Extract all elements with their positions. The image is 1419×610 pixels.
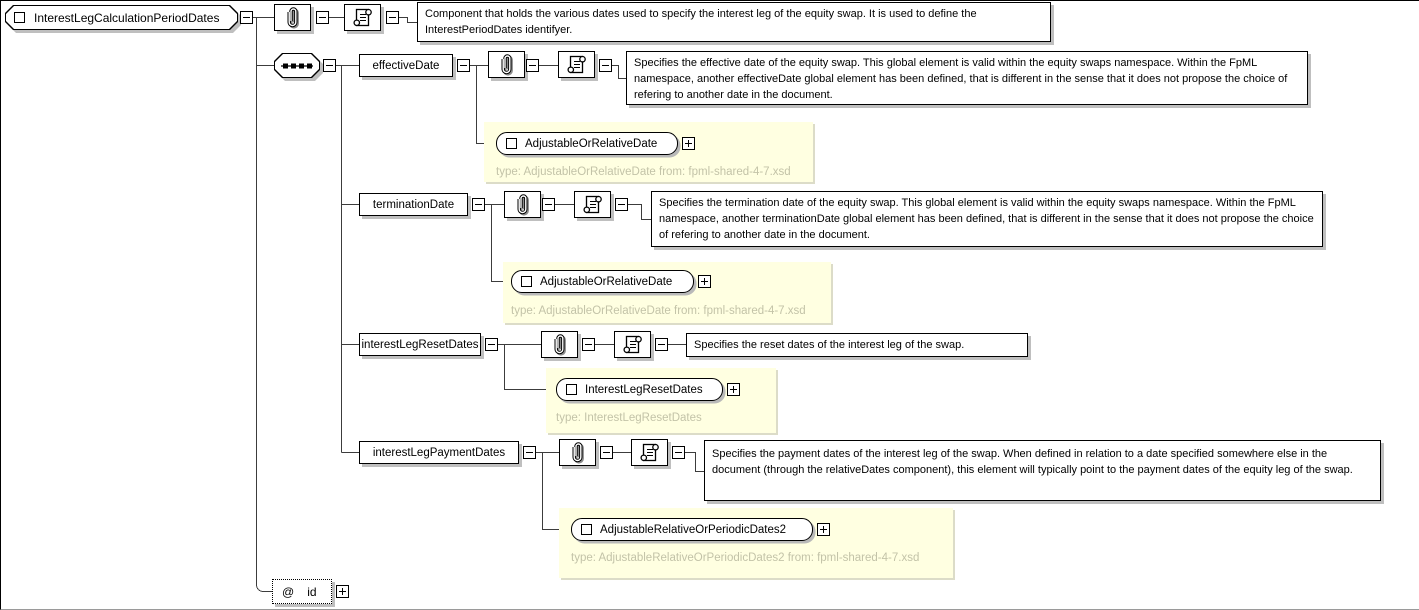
- effectiveDate-annotation-text: Specifies the effective date of the equi…: [626, 51, 1308, 105]
- terminationDate-annotation-text: Specifies the termination date of the eq…: [651, 191, 1323, 247]
- interestLegPaymentDates-annotation-collapse-toggle[interactable]: [600, 446, 613, 459]
- terminationDate-collapse-toggle[interactable]: [472, 198, 485, 211]
- effectiveDate-documentation-collapse-toggle[interactable]: [599, 59, 612, 72]
- effectiveDate-documentation-box: [558, 51, 595, 78]
- interestLegResetDates-documentation-box: [614, 331, 651, 358]
- type-element-label: AdjustableOrRelativeDate: [525, 137, 658, 150]
- terminationDate-documentation-box: [574, 191, 611, 218]
- paperclip-icon: [287, 7, 299, 29]
- attribute-name: id: [307, 584, 317, 599]
- root-annotation-box: [274, 4, 311, 31]
- interestLegResetDates-annotation-collapse-toggle[interactable]: [582, 338, 595, 351]
- connector: [504, 344, 556, 390]
- type-caption: type: AdjustableOrRelativeDate from: fpm…: [496, 166, 791, 178]
- terminationDate-annotation-collapse-toggle[interactable]: [542, 198, 555, 211]
- connector: [399, 17, 417, 23]
- connector: [685, 452, 704, 472]
- box-fill: [6, 6, 237, 29]
- root-collapse-toggle[interactable]: [240, 11, 253, 24]
- type-expand-toggle[interactable]: [817, 523, 830, 536]
- element-interestLegPaymentDates[interactable]: interestLegPaymentDates: [359, 441, 519, 464]
- root-documentation-collapse-toggle[interactable]: [386, 11, 399, 24]
- terminationDate-annotation-box: [504, 191, 541, 218]
- interestLegResetDates-annotation-text: Specifies the reset dates of the interes…: [686, 333, 1028, 357]
- connector: [256, 17, 272, 592]
- interestLegPaymentDates-collapse-toggle[interactable]: [523, 446, 536, 459]
- effectiveDate-collapse-toggle[interactable]: [457, 59, 470, 72]
- type-element-AdjustableRelativeOrPeriodicDates2[interactable]: AdjustableRelativeOrPeriodicDates2: [571, 518, 813, 541]
- interestLegPaymentDates-annotation-box: [559, 439, 596, 466]
- root-documentation-box: [344, 4, 381, 31]
- root-element-box[interactable]: InterestLegCalculationPeriodDates: [5, 5, 238, 30]
- scroll-icon: [639, 443, 659, 462]
- interestLegResetDates-documentation-collapse-toggle[interactable]: [655, 338, 668, 351]
- type-expand-toggle[interactable]: [698, 275, 711, 288]
- attribute-id-box[interactable]: @ id: [272, 579, 332, 604]
- type-element-label: InterestLegResetDates: [585, 383, 703, 396]
- type-element-AdjustableOrRelativeDate[interactable]: AdjustableOrRelativeDate: [496, 132, 678, 155]
- paperclip-icon: [572, 442, 584, 464]
- type-element-label: AdjustableRelativeOrPeriodicDates2: [600, 523, 787, 536]
- type-element-label: AdjustableOrRelativeDate: [540, 275, 673, 288]
- sequence-icon: [281, 62, 313, 69]
- scroll-icon: [352, 8, 372, 27]
- type-expand-toggle[interactable]: [682, 137, 695, 150]
- type-caption: type: InterestLegResetDates: [556, 412, 702, 424]
- paperclip-icon: [517, 194, 529, 216]
- effectiveDate-annotation-collapse-toggle[interactable]: [526, 59, 539, 72]
- attribute-expand-toggle[interactable]: [336, 585, 349, 598]
- connector: [628, 204, 651, 220]
- effectiveDate-annotation-box: [488, 51, 525, 78]
- element-interestLegResetDates[interactable]: interestLegResetDates: [359, 333, 481, 356]
- type-element-AdjustableOrRelativeDate[interactable]: AdjustableOrRelativeDate: [511, 270, 694, 293]
- interestLegResetDates-annotation-box: [541, 331, 578, 358]
- element-marker-icon: [14, 12, 25, 23]
- root-annotation-collapse-toggle[interactable]: [316, 11, 329, 24]
- root-element-label: InterestLegCalculationPeriodDates: [34, 10, 220, 25]
- interestLegPaymentDates-documentation-collapse-toggle[interactable]: [672, 446, 685, 459]
- terminationDate-documentation-collapse-toggle[interactable]: [615, 198, 628, 211]
- interestLegPaymentDates-annotation-text: Specifies the payment dates of the inter…: [704, 440, 1381, 501]
- attribute-prefix: @: [282, 584, 295, 599]
- scroll-icon: [622, 335, 642, 354]
- element-marker-icon: [521, 276, 532, 287]
- element-marker-icon: [566, 384, 577, 395]
- paperclip-icon: [554, 334, 566, 356]
- element-marker-icon: [581, 524, 592, 535]
- sequence-collapse-toggle[interactable]: [323, 59, 336, 72]
- interestLegResetDates-collapse-toggle[interactable]: [485, 338, 498, 351]
- scroll-icon: [566, 55, 586, 74]
- type-element-InterestLegResetDates[interactable]: InterestLegResetDates: [556, 378, 723, 401]
- type-caption: type: AdjustableRelativeOrPeriodicDates2…: [571, 552, 920, 564]
- root-annotation-text: Component that holds the various dates u…: [417, 2, 1051, 42]
- element-terminationDate[interactable]: terminationDate: [359, 193, 468, 216]
- type-caption: type: AdjustableOrRelativeDate from: fpm…: [511, 305, 806, 317]
- type-expand-toggle[interactable]: [727, 383, 740, 396]
- sequence-compositor[interactable]: [274, 53, 320, 78]
- scroll-icon: [582, 195, 602, 214]
- interestLegPaymentDates-documentation-box: [631, 439, 668, 466]
- paperclip-icon: [501, 54, 513, 76]
- element-marker-icon: [506, 138, 517, 149]
- connector: [612, 65, 626, 79]
- element-effectiveDate[interactable]: effectiveDate: [359, 54, 453, 77]
